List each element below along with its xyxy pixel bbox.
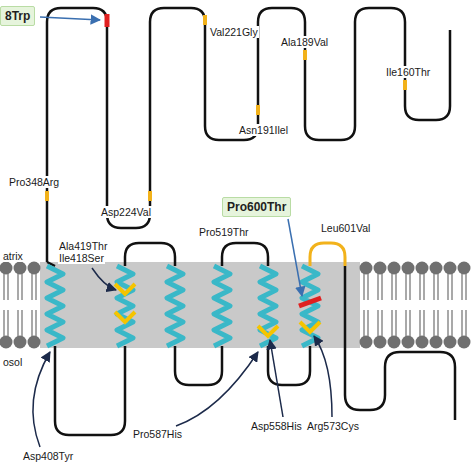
matrix-loop-chain	[47, 8, 450, 262]
mutation-loop	[310, 243, 345, 266]
mutation-highlight-box: 8Trp	[0, 6, 35, 26]
highlight-mark	[299, 298, 321, 306]
lipid-bilayer	[0, 262, 471, 349]
mutation-label: Asp224Val	[100, 206, 152, 218]
mutation-label: Asn191Ilel	[238, 124, 289, 136]
mutation-label: Asp408Tyr	[22, 450, 74, 462]
mutation-label: Leu601Val	[320, 222, 371, 234]
mutation-label: Ala189Val	[280, 36, 329, 48]
mutation-label: Val221Gly	[209, 26, 259, 38]
compartment-label: atrix	[2, 250, 24, 262]
helices	[47, 266, 318, 346]
mutation-highlight-box: Pro600Thr	[222, 197, 291, 217]
mutation-label: Pro348Arg	[8, 176, 60, 188]
compartment-label: osol	[2, 356, 23, 368]
mutation-label: Asp558His	[250, 420, 303, 432]
mutation-label: Pro587His	[132, 428, 183, 440]
leader-arrows	[33, 17, 332, 447]
mutation-label: Pro600Thr	[227, 200, 286, 214]
highlight-mark	[105, 14, 110, 27]
mutation-label: Arg573Cys	[306, 420, 360, 432]
membrane-loops	[47, 243, 455, 435]
mutation-label: Ala419Thr	[58, 240, 108, 252]
mutation-label: Ile160Thr	[385, 66, 431, 78]
mutation-marks	[47, 15, 405, 201]
mutation-label: 8Trp	[5, 9, 30, 23]
mutation-label: Ile418Ser	[58, 252, 105, 264]
membrane-band	[40, 262, 360, 348]
mutation-label: Pro519Thr	[198, 226, 250, 238]
helix-mutation-marks	[115, 284, 320, 336]
